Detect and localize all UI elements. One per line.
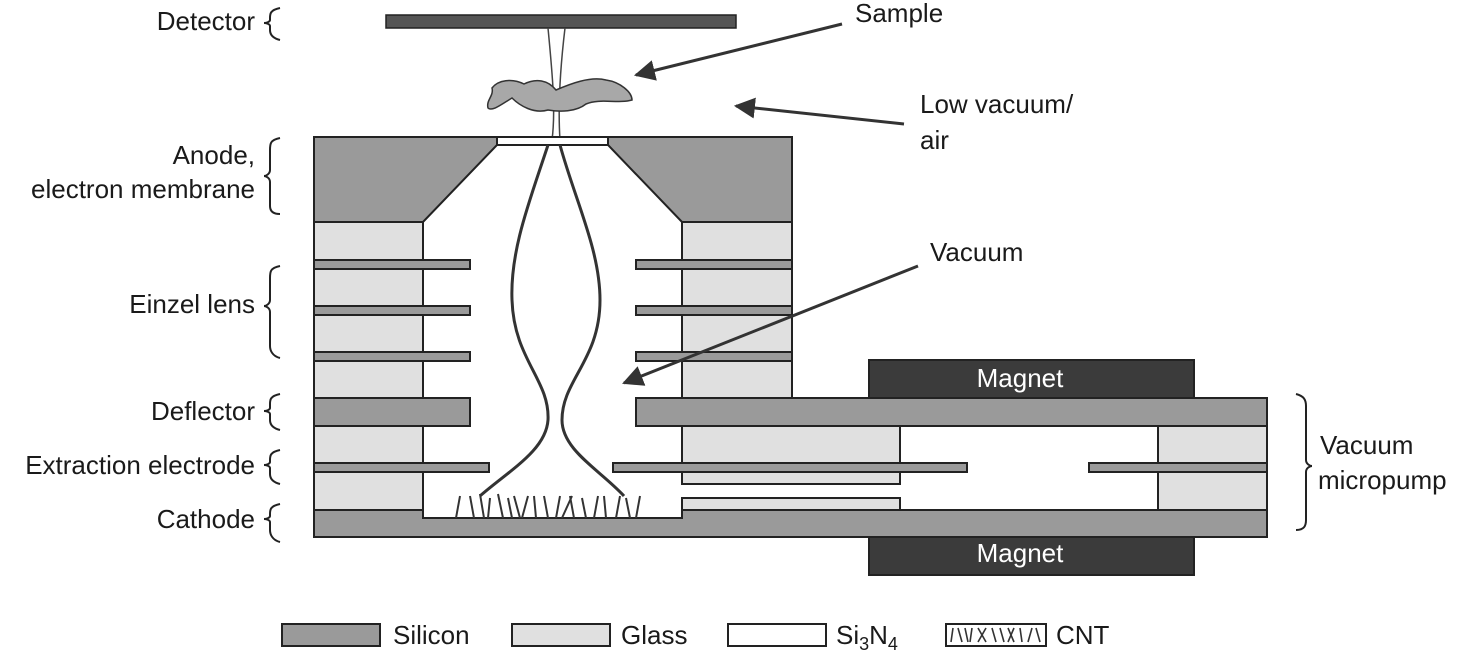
- extraction-middle: [612, 462, 968, 473]
- glass-pump-left: [681, 425, 901, 485]
- micropump-label-1: Vacuum: [1320, 430, 1413, 460]
- arrow-sample: [633, 22, 843, 81]
- cathode-substrate: [313, 509, 1268, 538]
- einzel-lens-label: Einzel lens: [129, 289, 255, 319]
- magnet-bottom-label: Magnet: [977, 538, 1064, 568]
- einzel-plate-3-left: [313, 351, 471, 362]
- micropump-brace: [1295, 393, 1313, 531]
- einzel-plate-1-left: [313, 259, 471, 270]
- einzel-plate-1-right: [635, 259, 793, 270]
- anode-left: [313, 136, 498, 223]
- deflector-label: Deflector: [151, 396, 255, 426]
- electron-membrane: [496, 136, 609, 146]
- extraction-electrode-label: Extraction electrode: [25, 450, 255, 480]
- beam-envelope-right: [558, 144, 626, 498]
- beam-envelope-left: [479, 144, 550, 498]
- legend: Silicon Glass Si3N4 CNT: [281, 620, 1110, 654]
- einzel-plate-2-left: [313, 305, 471, 316]
- extraction-left: [313, 462, 490, 473]
- magnet-top-label: Magnet: [977, 363, 1064, 393]
- detector-plate: [385, 14, 737, 29]
- magnet-top: [868, 359, 1195, 399]
- glass-pump-bottom-strip: [681, 497, 901, 511]
- anode-right: [607, 136, 793, 223]
- legend-label-glass: Glass: [621, 620, 687, 650]
- anode-label-1: Anode,: [173, 140, 255, 170]
- einzel-plate-3-right: [635, 351, 793, 362]
- cathode-label: Cathode: [157, 504, 255, 534]
- extraction-right: [1088, 462, 1268, 473]
- sample-blob: [486, 78, 633, 112]
- vacuum-label: Vacuum: [930, 237, 1023, 267]
- low-vacuum-label-1: Low vacuum/: [920, 89, 1074, 119]
- einzel-plate-2-right: [635, 305, 793, 316]
- beam-upper-right: [558, 27, 566, 141]
- legend-label-si3n4: Si3N4: [836, 620, 898, 654]
- arrow-low-vacuum: [733, 97, 905, 126]
- low-vacuum-label-2: air: [920, 125, 949, 155]
- deflector-right-long: [635, 397, 1268, 427]
- sample-label: Sample: [855, 0, 943, 28]
- deflector-left: [313, 397, 471, 427]
- legend-label-silicon: Silicon: [393, 620, 470, 650]
- cnt-emitters: [455, 493, 641, 519]
- legend-swatch-si3n4: [727, 623, 827, 647]
- magnet-bottom: [868, 536, 1195, 576]
- legend-label-cnt: CNT: [1056, 620, 1110, 650]
- legend-cnt-pattern: [950, 627, 1041, 643]
- left-braces: [263, 7, 281, 543]
- detector-label: Detector: [157, 6, 256, 36]
- legend-swatch-glass: [511, 623, 611, 647]
- arrow-vacuum: [622, 264, 919, 386]
- legend-swatch-cnt: [945, 623, 1047, 647]
- anode-label-2: electron membrane: [31, 174, 255, 204]
- micropump-label-2: micropump: [1318, 465, 1447, 495]
- legend-swatch-silicon: [281, 623, 381, 647]
